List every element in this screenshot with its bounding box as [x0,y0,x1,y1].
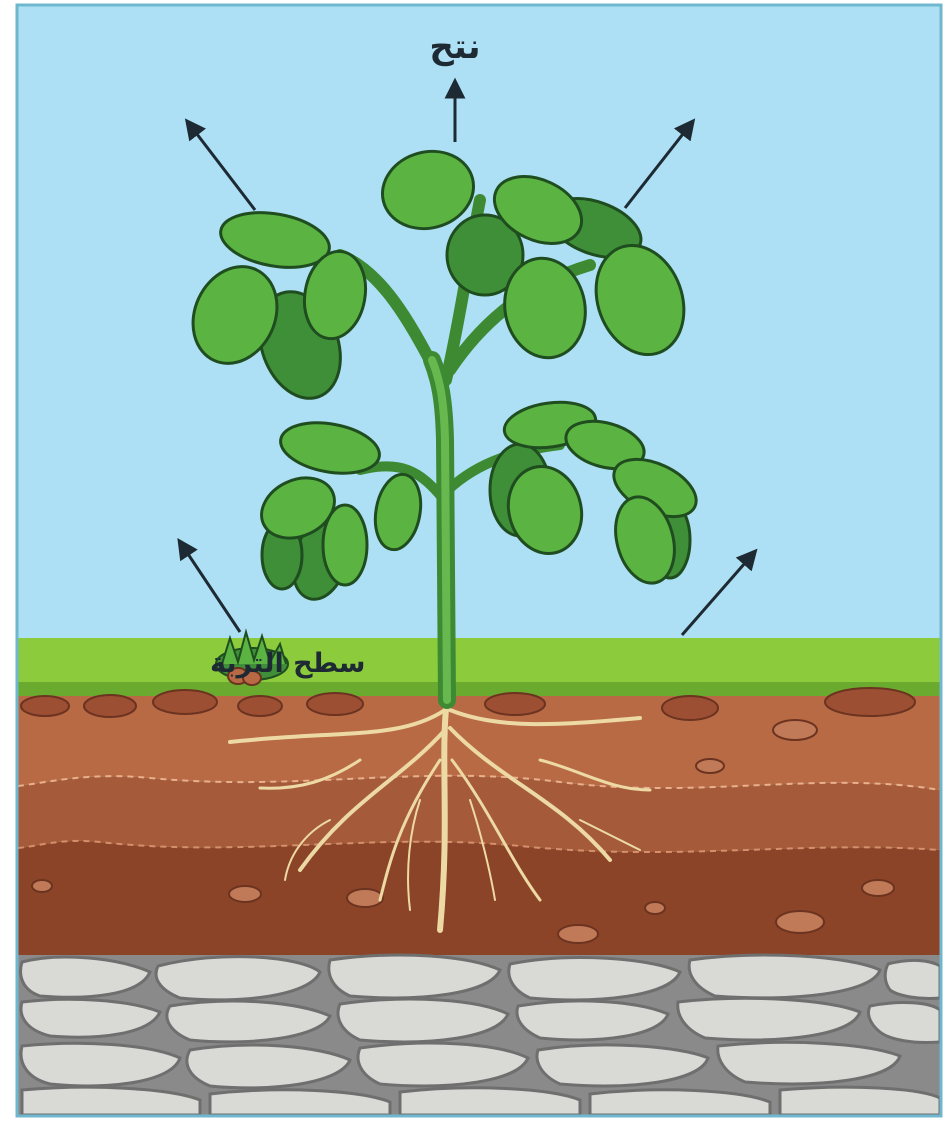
grass-shade [18,682,940,696]
deep-soil-layer [18,841,940,960]
soil-surface-label: سطح التربة [210,648,365,679]
transpiration-label: نتح [429,27,480,67]
sky [18,6,940,642]
middle-soil-layer [18,776,940,852]
